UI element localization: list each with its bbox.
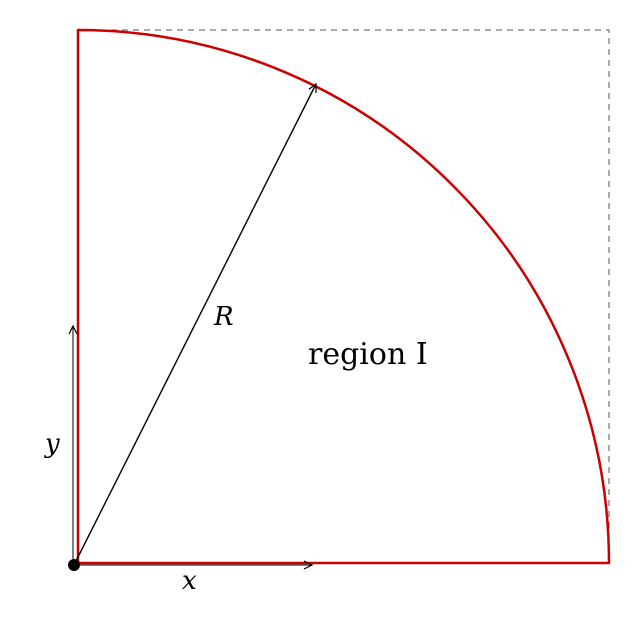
- radius-label: R: [213, 302, 234, 332]
- y-axis-label: y: [44, 429, 60, 459]
- radius-arrow: [73, 82, 317, 566]
- x-axis-label: x: [182, 566, 197, 596]
- origin-point: [68, 559, 80, 571]
- region-label: region I: [308, 337, 428, 372]
- region-boundary: [76, 28, 611, 565]
- bounding-box-dashed: [78, 29, 610, 563]
